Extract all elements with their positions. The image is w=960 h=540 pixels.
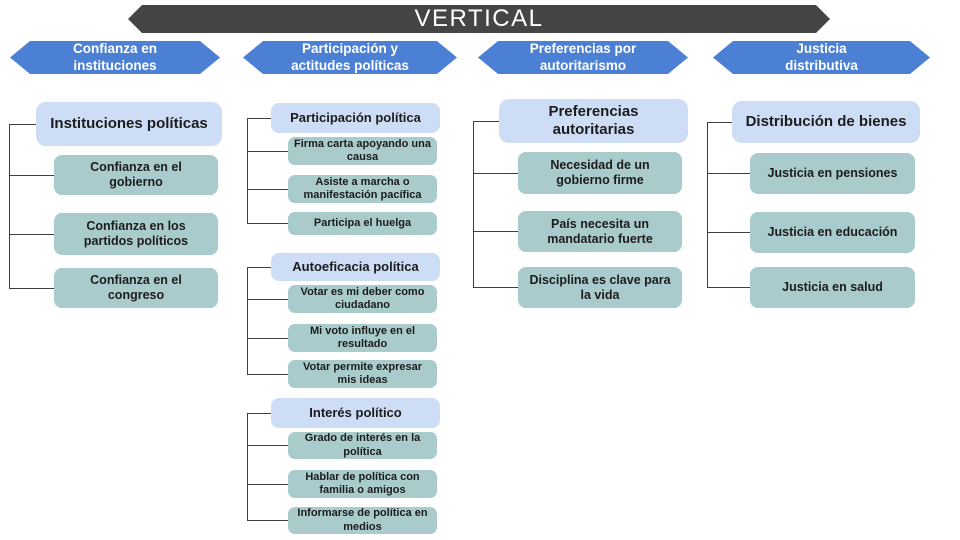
parent-box-autoeficacia-politica: Autoeficacia política <box>271 253 440 281</box>
connector-branch <box>247 223 288 224</box>
child-box-gobierno-firme: Necesidad de un gobierno firme <box>518 152 682 194</box>
connector-branch <box>707 122 732 123</box>
child-box-votar-deber: Votar es mi deber como ciudadano <box>288 285 437 313</box>
child-box-grado-interes: Grado de interés en la política <box>288 432 437 459</box>
connector-trunk <box>9 124 10 288</box>
child-box-disciplina-clave: Disciplina es clave para la vida <box>518 267 682 308</box>
connector-trunk <box>707 122 708 287</box>
column-header-autoritarismo: Preferencias por autoritarismo <box>478 41 688 74</box>
column-header-participacion: Participación y actitudes políticas <box>243 41 457 74</box>
parent-box-instituciones-politicas: Instituciones políticas <box>36 102 222 146</box>
connector-branch <box>247 118 271 119</box>
parent-box-preferencias-autoritarias: Preferencias autoritarias <box>499 99 688 143</box>
connector-branch <box>707 232 750 233</box>
child-box-confianza-gobierno: Confianza en el gobierno <box>54 155 218 195</box>
connector-branch <box>9 124 36 125</box>
connector-branch <box>247 484 288 485</box>
connector-branch <box>247 151 288 152</box>
child-box-confianza-congreso: Confianza en el congreso <box>54 268 218 308</box>
connector-trunk <box>247 413 248 520</box>
connector-branch <box>247 413 271 414</box>
connector-branch <box>473 121 499 122</box>
connector-branch <box>247 374 288 375</box>
child-box-votar-expresar: Votar permite expresar mis ideas <box>288 360 437 388</box>
connector-trunk <box>473 121 474 287</box>
title-banner: VERTICAL <box>128 5 830 33</box>
connector-branch <box>247 267 271 268</box>
connector-branch <box>247 445 288 446</box>
column-header-justicia: Justicia distributiva <box>713 41 930 74</box>
child-box-hablar-politica: Hablar de política con familia o amigos <box>288 470 437 498</box>
connector-branch <box>9 234 54 235</box>
connector-branch <box>9 175 54 176</box>
connector-branch <box>247 299 288 300</box>
child-box-asiste-marcha: Asiste a marcha o manifestación pacífica <box>288 175 437 203</box>
child-box-mandatario-fuerte: País necesita un mandatario fuerte <box>518 211 682 252</box>
connector-branch <box>707 287 750 288</box>
child-box-justicia-educacion: Justicia en educación <box>750 212 915 253</box>
connector-trunk <box>247 118 248 223</box>
connector-trunk <box>247 267 248 374</box>
connector-branch <box>247 189 288 190</box>
parent-box-interes-politico: Interés político <box>271 398 440 428</box>
connector-branch <box>473 287 518 288</box>
child-box-confianza-partidos: Confianza en los partidos políticos <box>54 213 218 255</box>
connector-branch <box>9 288 54 289</box>
parent-box-participacion-politica: Participación política <box>271 103 440 133</box>
connector-branch <box>473 231 518 232</box>
connector-branch <box>707 173 750 174</box>
child-box-justicia-pensiones: Justicia en pensiones <box>750 153 915 194</box>
child-box-firma-carta: Firma carta apoyando una causa <box>288 137 437 165</box>
child-box-voto-influye: Mi voto influye en el resultado <box>288 324 437 352</box>
child-box-informarse-medios: Informarse de política en medios <box>288 507 437 534</box>
child-box-justicia-salud: Justicia en salud <box>750 267 915 308</box>
connector-branch <box>247 338 288 339</box>
parent-box-distribucion-bienes: Distribución de bienes <box>732 101 920 143</box>
column-header-confianza: Confianza en instituciones <box>10 41 220 74</box>
connector-branch <box>247 520 288 521</box>
connector-branch <box>473 173 518 174</box>
child-box-participa-huelga: Participa el huelga <box>288 212 437 235</box>
